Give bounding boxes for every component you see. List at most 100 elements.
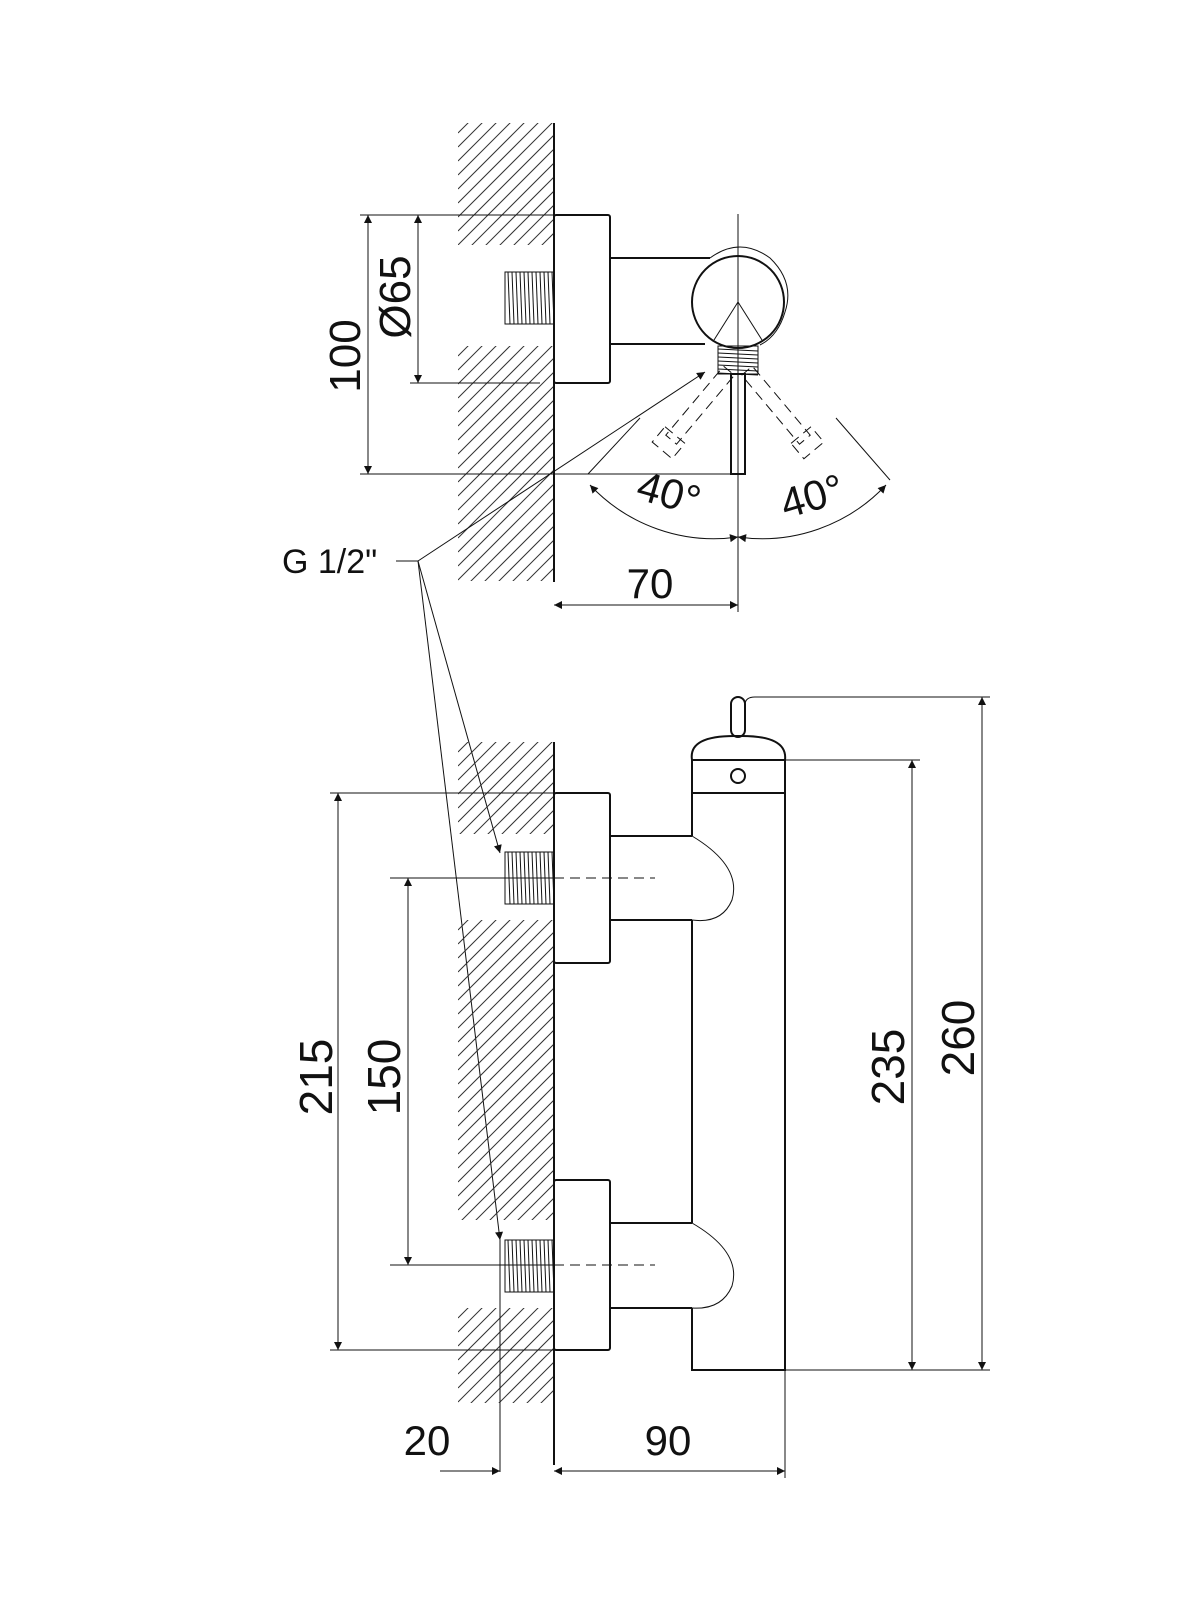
hatch-line [458, 1502, 554, 1598]
hatch-line [458, 123, 553, 218]
hatch-line [458, 1308, 469, 1319]
thread-line [547, 271, 551, 325]
hatch-line [458, 973, 554, 1071]
wall-hatch-bottom [458, 642, 554, 1598]
hatch-line [458, 317, 554, 413]
hatch-line [458, 642, 554, 738]
hatch-line [458, 920, 469, 931]
hatch-line [498, 525, 554, 581]
hatch-line [458, 1308, 539, 1389]
hatch-line [458, 1071, 554, 1169]
vee-left [713, 301, 739, 341]
label-20: 20 [404, 1417, 451, 1464]
thread-line [523, 1239, 527, 1293]
front-view [330, 642, 990, 1598]
inlet-curve-upper [691, 835, 735, 922]
hatch-line [458, 742, 525, 809]
thread-line [551, 271, 555, 325]
thread-lines-lower [507, 1239, 555, 1293]
hatch-line [458, 275, 554, 371]
hatch-line [501, 781, 554, 834]
hatch-line [458, 652, 554, 748]
hatch-line [471, 162, 554, 245]
mixer-lever-outline [709, 246, 789, 346]
thread-line [547, 1239, 551, 1293]
hatch-line [473, 753, 554, 834]
hatch-line [458, 346, 525, 413]
hatch-line [458, 742, 469, 753]
hatch-line [489, 1155, 554, 1220]
hatch-line [458, 399, 554, 497]
thread-line [535, 1239, 539, 1293]
label-diameter: Ø65 [371, 255, 420, 338]
thread-line [511, 271, 515, 325]
hatch-line [458, 483, 554, 581]
hatch-line [458, 894, 554, 990]
hatch-line [543, 823, 554, 834]
hatch-line [458, 346, 483, 371]
handle-screw [730, 768, 746, 784]
hatch-line [458, 23, 554, 119]
hatch-line [458, 1085, 554, 1183]
hatch-line [458, 1418, 554, 1514]
lever-ghost-left [651, 365, 736, 460]
hatch-line [458, 1001, 554, 1099]
thread-line [515, 1239, 519, 1293]
hatch-line [458, 123, 511, 176]
angle-arc [589, 484, 739, 543]
hatch-line [458, 866, 554, 962]
thread-line [507, 271, 511, 325]
hatch-line [458, 247, 554, 343]
hatch-line [458, 920, 497, 959]
hatch-line [458, 1404, 554, 1500]
hatch-line [540, 567, 554, 581]
label-215: 215 [290, 1039, 342, 1116]
label-235: 235 [862, 1029, 914, 1106]
inlet-curve-lower [691, 1222, 735, 1309]
thread-line [531, 1239, 535, 1293]
hatch-line [458, 134, 554, 232]
hatch-line [458, 148, 554, 245]
body-cap [691, 759, 786, 794]
hatch-line [458, 1310, 554, 1406]
hatch-line [458, 920, 539, 1001]
hatch-line [458, 742, 497, 781]
thread-line [523, 271, 527, 325]
hatch-line [458, 1099, 554, 1197]
hatch-line [458, 920, 525, 987]
hatch-line [515, 795, 554, 834]
hatch-line [526, 553, 554, 581]
hatch-line [458, 920, 511, 973]
hatch-line [458, 1240, 554, 1336]
hatch-line [470, 1319, 554, 1403]
hatch-line [458, 1029, 554, 1127]
vee-right [737, 301, 763, 341]
angle-ext-right [835, 417, 891, 481]
hatch-line [458, 1015, 554, 1113]
hatch-line [458, 920, 483, 945]
hatch-line [458, 303, 554, 399]
wall-hatch-top [458, 23, 554, 748]
thread-line [527, 271, 531, 325]
hatch-line [458, 908, 554, 1004]
mixer-body [691, 793, 786, 1371]
hatch-line [458, 331, 554, 427]
hatch-line [541, 232, 554, 245]
hatch-line [459, 742, 553, 834]
thread-line [507, 1239, 511, 1293]
hatch-line [461, 1127, 554, 1220]
thread-line [551, 1239, 555, 1293]
hatch-line [458, 1208, 554, 1304]
hatch-line [458, 922, 554, 1018]
hatch-line [458, 852, 554, 948]
hatch-line [458, 1282, 554, 1378]
hatch-line [458, 596, 554, 692]
thread-line [535, 271, 539, 325]
hatch-line [458, 346, 553, 441]
hatch-line [458, 123, 497, 162]
leader-top [417, 371, 706, 562]
hatch-line [458, 945, 554, 1043]
hatch-line [458, 1308, 483, 1333]
hatch-line [484, 1333, 554, 1403]
hatch-line [529, 809, 554, 834]
